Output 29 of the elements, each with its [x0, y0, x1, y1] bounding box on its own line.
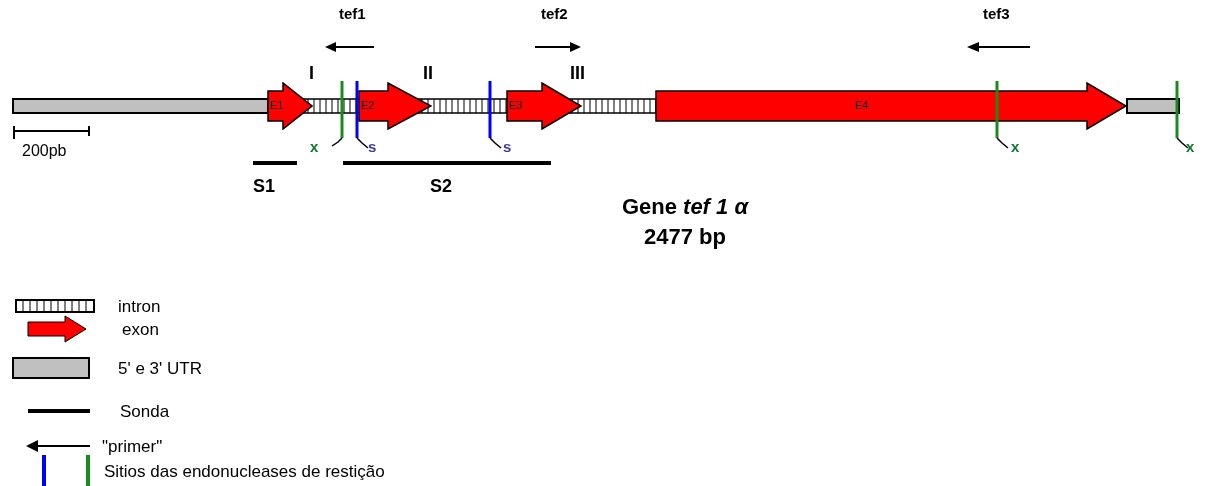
legend-text: intron [118, 297, 161, 315]
site-letter: x [1011, 139, 1020, 154]
site-letter: s [368, 139, 377, 154]
site-letter: x [1186, 139, 1195, 154]
exon-label: E3 [509, 100, 523, 111]
site-letter: s [503, 139, 512, 154]
legend-text: "primer" [102, 437, 163, 455]
probe-label: S1 [253, 177, 276, 195]
exon-arrow [655, 82, 1127, 130]
exon-arrow [506, 82, 582, 130]
exon-number: II [423, 64, 433, 82]
legend-text: 5' e 3' UTR [118, 359, 202, 377]
exon-arrow [358, 82, 432, 130]
exon-label: E1 [270, 100, 284, 111]
legend-text: Sonda [120, 402, 170, 420]
diagram-title: Gene tef 1 α 2477 bp [620, 193, 750, 251]
probe-label: S2 [430, 177, 453, 195]
site-letter: x [310, 139, 319, 154]
primer-name: tef3 [983, 6, 1010, 21]
exon-number: III [570, 64, 585, 82]
legend-text: exon [122, 320, 159, 338]
legend-text: Sitios das endonucleases de restição [104, 462, 385, 480]
primer-name: tef1 [339, 6, 366, 21]
exon-label: E4 [855, 100, 869, 111]
exon-number: I [309, 64, 314, 82]
exon-label: E2 [361, 100, 375, 111]
primer-name: tef2 [541, 6, 568, 21]
exon-arrow [267, 82, 313, 130]
scale-label: 200pb [22, 143, 67, 159]
